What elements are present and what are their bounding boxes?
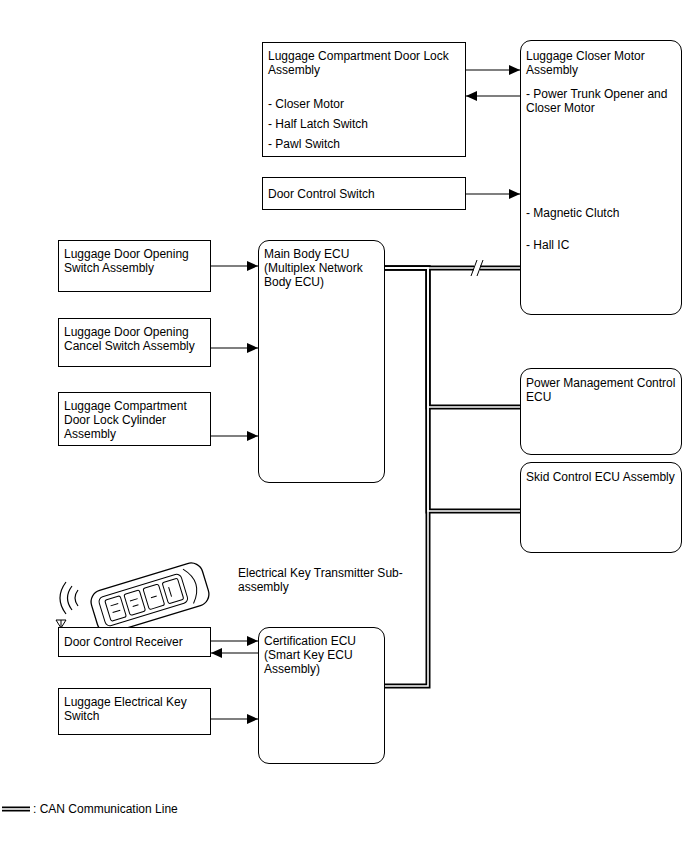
can-line: [385, 268, 520, 511]
ecu-box: Skid Control ECU Assembly: [520, 462, 682, 553]
signal-arrow: [211, 640, 258, 641]
box-title: Luggage Electrical Key Switch: [64, 695, 206, 723]
can-line-core: [385, 268, 520, 511]
ecu-box: Power Management Control ECU: [520, 368, 682, 455]
box-title: Luggage Closer Motor Assembly: [526, 49, 677, 77]
cylinder-box: Luggage Compartment Door Lock Cylinder A…: [58, 392, 211, 446]
signal-arrow: [211, 652, 258, 653]
box-title: Door Control Switch: [268, 187, 461, 201]
legend-sample: [2, 809, 30, 810]
signal-arrow: [211, 435, 258, 436]
signal-arrow: [211, 265, 258, 266]
assembly-box: Luggage Compartment Door Lock Assembly - …: [262, 42, 466, 157]
box-title: Door Control Receiver: [64, 635, 206, 649]
component-item: - Hall IC: [526, 238, 677, 252]
box-title: Luggage Compartment Door Lock Assembly: [268, 49, 461, 77]
switch-box: Luggage Door Opening Switch Assembly: [58, 240, 211, 292]
signal-arrow: [466, 69, 520, 70]
ecu-box: Certification ECU (Smart Key ECU Assembl…: [258, 627, 385, 764]
box-title: Luggage Compartment Door Lock Cylinder A…: [64, 399, 206, 441]
signal-arrow: [466, 193, 520, 194]
switch-box: Door Control Switch: [262, 177, 466, 210]
box-title: Luggage Door Opening Switch Assembly: [64, 247, 206, 275]
can-line: [385, 268, 428, 686]
ecu-box: Main Body ECU (Multiplex Network Body EC…: [258, 240, 385, 483]
legend-text: : CAN Communication Line: [33, 802, 178, 816]
component-item: - Magnetic Clutch: [526, 206, 677, 220]
component-item: - Closer Motor: [268, 97, 461, 111]
component-item: - Power Trunk Opener and Closer Motor: [526, 87, 677, 115]
line-break-mark: [471, 260, 483, 276]
component-item: - Pawl Switch: [268, 137, 461, 151]
box-title: Luggage Door Opening Cancel Switch Assem…: [64, 325, 206, 353]
signal-arrow: [211, 347, 258, 348]
receiver-box: Door Control Receiver: [58, 627, 211, 657]
box-title: Skid Control ECU Assembly: [526, 470, 677, 484]
motor-assembly-box: Luggage Closer Motor Assembly - Power Tru…: [520, 40, 682, 315]
can-line: [385, 268, 520, 407]
can-line-core: [385, 268, 428, 686]
radio-waves: [60, 582, 78, 614]
box-title: Main Body ECU (Multiplex Network Body EC…: [264, 247, 380, 289]
signal-arrow: [211, 718, 258, 719]
signal-arrow: [466, 95, 520, 96]
part-label: Electrical Key Transmitter Sub-assembly: [238, 566, 408, 594]
box-title: Power Management Control ECU: [526, 376, 677, 404]
key-fob: [88, 560, 212, 636]
component-item: - Half Latch Switch: [268, 117, 461, 131]
switch-box: Luggage Electrical Key Switch: [58, 688, 211, 735]
can-line-core: [385, 268, 520, 407]
switch-box: Luggage Door Opening Cancel Switch Assem…: [58, 318, 211, 367]
box-title: Certification ECU (Smart Key ECU Assembl…: [264, 634, 380, 676]
